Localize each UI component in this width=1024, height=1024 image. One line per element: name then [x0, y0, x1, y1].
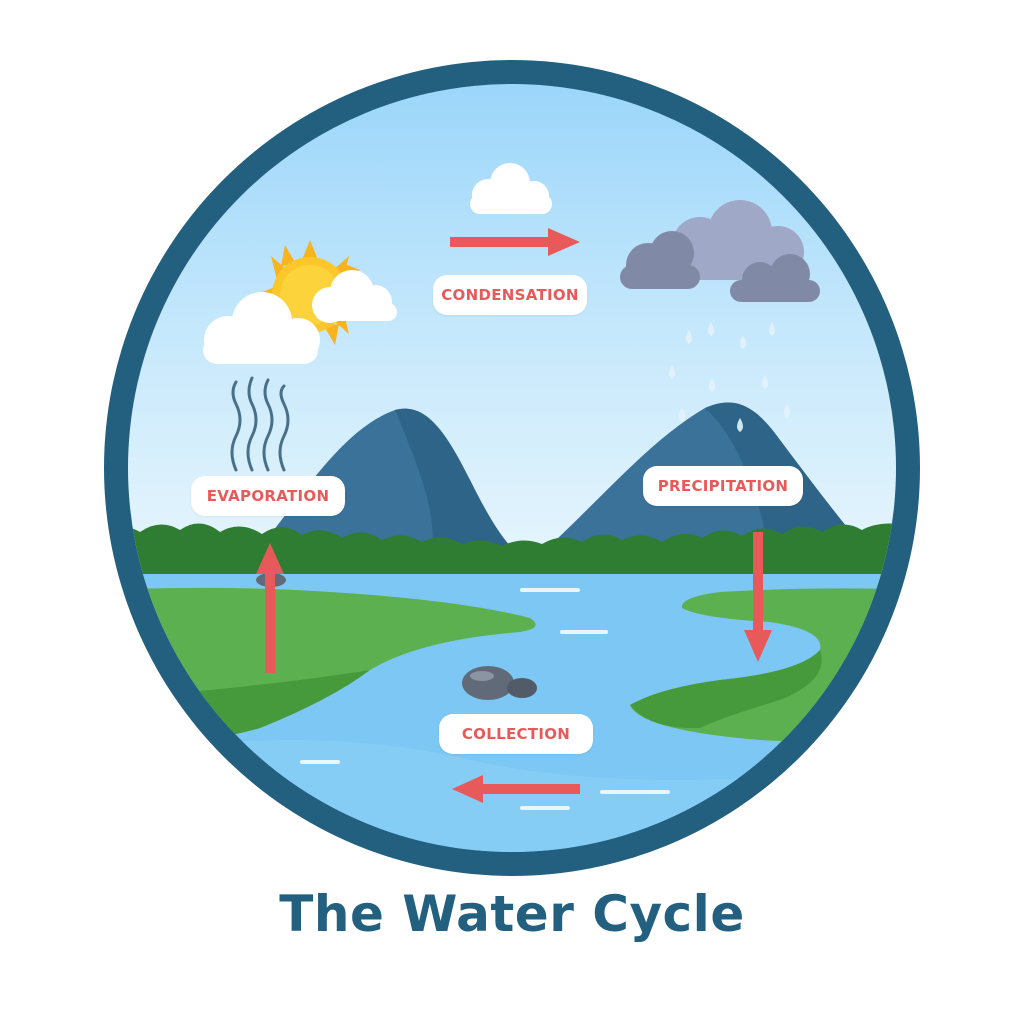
precipitation-label: PRECIPITATION: [643, 466, 803, 506]
condensation-label: CONDENSATION: [433, 275, 587, 315]
raindrop-icon: [669, 322, 790, 432]
forest-treeline: [128, 523, 896, 590]
cloud-top-icon: [470, 163, 552, 214]
evaporation-label: EVAPORATION: [191, 476, 345, 516]
arrow-up-icon: [256, 543, 284, 673]
rain-cloud-icon: [620, 200, 820, 302]
arrow-down-icon: [744, 532, 772, 662]
arrow-icon: [450, 228, 580, 256]
arrow-left-icon: [452, 775, 580, 803]
cloud-large-icon: [203, 292, 320, 364]
page-title: The Water Cycle: [279, 885, 745, 943]
grass-bank-right-shade: [630, 650, 822, 729]
collection-label: COLLECTION: [439, 714, 593, 754]
steam-icon: [230, 376, 290, 472]
mountain-left: [250, 408, 525, 560]
rock-icon: [462, 666, 537, 700]
river-highlight: [128, 740, 896, 852]
cloud-icon: [312, 270, 397, 323]
